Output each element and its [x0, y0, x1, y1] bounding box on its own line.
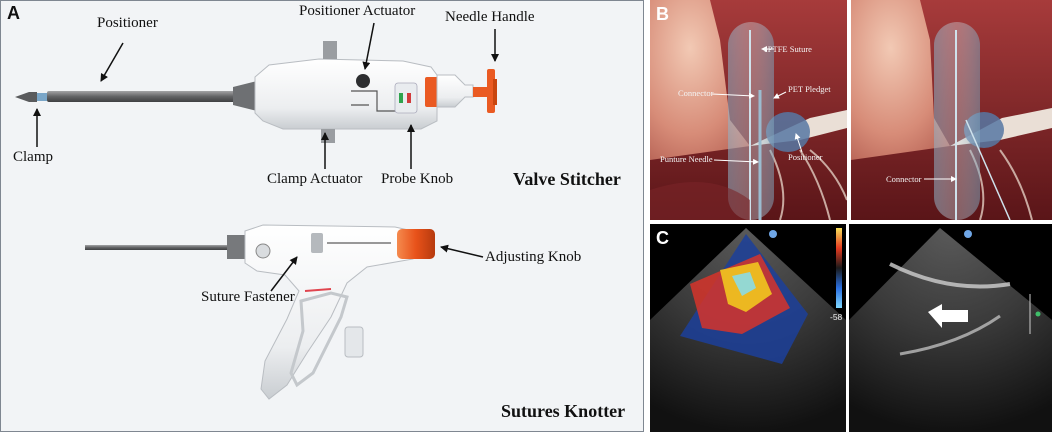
needle-handle-ridge [493, 79, 497, 105]
needle-handle-shaft [473, 87, 493, 97]
label-punture-needle: Punture Needle [660, 154, 713, 164]
echo-right-leaflet [899, 314, 1001, 356]
leaflet-left [650, 0, 750, 160]
panel-b-illustration [650, 0, 1052, 220]
clamp-tip [15, 92, 37, 102]
label-clamp: Clamp [13, 149, 53, 165]
label-needle-handle: Needle Handle [445, 9, 535, 25]
label-clamp-actuator: Clamp Actuator [267, 171, 363, 187]
panel-b-divider [847, 0, 851, 220]
arrow-connector-left [711, 92, 755, 99]
arrow-punture-needle [713, 158, 759, 165]
knotter-trigger [289, 291, 349, 388]
panel-a-leader-arrows [33, 22, 499, 292]
echo-grayscale-right [849, 224, 1052, 432]
clamp-actuator-bottom-wheel [321, 129, 335, 143]
adjusting-knob-shape [397, 229, 435, 259]
arrow-pet-pledget [773, 91, 787, 99]
probe-knob-switches [394, 82, 418, 114]
positioner-shaft [47, 91, 235, 102]
echo-right-wall [889, 262, 1011, 289]
panel-b-left-scene [650, 0, 848, 220]
panel-b-arrows [711, 46, 957, 182]
clamp-joint [37, 93, 47, 101]
label-positioner-b: Positioner [788, 152, 823, 162]
positioner-arrow [100, 42, 124, 82]
device-illustrations [15, 22, 499, 400]
label-probe-knob: Probe Knob [381, 171, 454, 187]
doppler-color-scale [836, 228, 842, 308]
panel-c-echo-images [650, 224, 1052, 432]
suture-fastener-wheel [311, 233, 323, 253]
knotter-shaft [85, 245, 233, 250]
adjusting-knob-arrow [440, 244, 484, 258]
sutures-knotter-device [85, 224, 435, 400]
shaft-collar [233, 81, 257, 111]
label-positioner-actuator: Positioner Actuator [299, 3, 416, 19]
knotter-collar [227, 235, 247, 259]
arrow-positioner [794, 133, 803, 153]
echo-green-marker [1035, 311, 1041, 317]
panel-a-letter: A [7, 3, 20, 23]
label-suture-fastener: Suture Fastener [201, 289, 295, 305]
valve-stitcher-device [15, 41, 497, 143]
knotter-screw [255, 243, 271, 259]
positioner-actuator-arrow [362, 22, 375, 70]
panel-b-right-scene [851, 0, 1052, 220]
needle-handle-neck [436, 74, 474, 108]
title-sutures-knotter: Sutures Knotter [501, 401, 626, 421]
ventricle-left [650, 182, 750, 220]
panel-a: A Positioner Positioner Actuator Needle … [0, 0, 644, 432]
echo-right-sector [849, 228, 1052, 432]
label-connector-right: Connector [886, 174, 922, 184]
panel-c-letter: C [656, 228, 669, 248]
positioner-actuator-button [356, 74, 370, 88]
label-eptfe-suture: ePTFE Suture [764, 44, 812, 54]
knotter-red-mark [304, 288, 332, 292]
probe-indicator-red [407, 93, 411, 103]
suture-fastener-arrow [270, 256, 298, 292]
probe-marker-right [964, 230, 972, 238]
probe-marker-left [769, 230, 777, 238]
doppler-cyan-jet [732, 272, 756, 296]
clamp-actuator-top-wheel [323, 41, 337, 59]
suture-right-tail [965, 119, 1011, 220]
title-valve-stitcher: Valve Stitcher [513, 169, 621, 189]
label-pet-pledget: PET Pledget [788, 84, 831, 94]
white-indicator-arrow [928, 304, 968, 328]
label-positioner: Positioner [97, 15, 158, 31]
panel-c: C -58 [650, 224, 1052, 432]
panel-b: B ePTFE Suture Connector PET Pledget Pun… [650, 0, 1052, 220]
panel-c-divider [846, 224, 849, 432]
echo-doppler-left [650, 224, 846, 432]
knotter-lever [344, 326, 364, 358]
label-connector-left: Connector [678, 88, 714, 98]
actuator-track [351, 90, 395, 112]
label-adjusting-knob: Adjusting Knob [485, 249, 582, 265]
probe-indicator-green [399, 93, 403, 103]
panel-b-letter: B [656, 4, 669, 24]
leaflet-right [851, 0, 950, 160]
doppler-scale-label: -58 [830, 312, 843, 322]
